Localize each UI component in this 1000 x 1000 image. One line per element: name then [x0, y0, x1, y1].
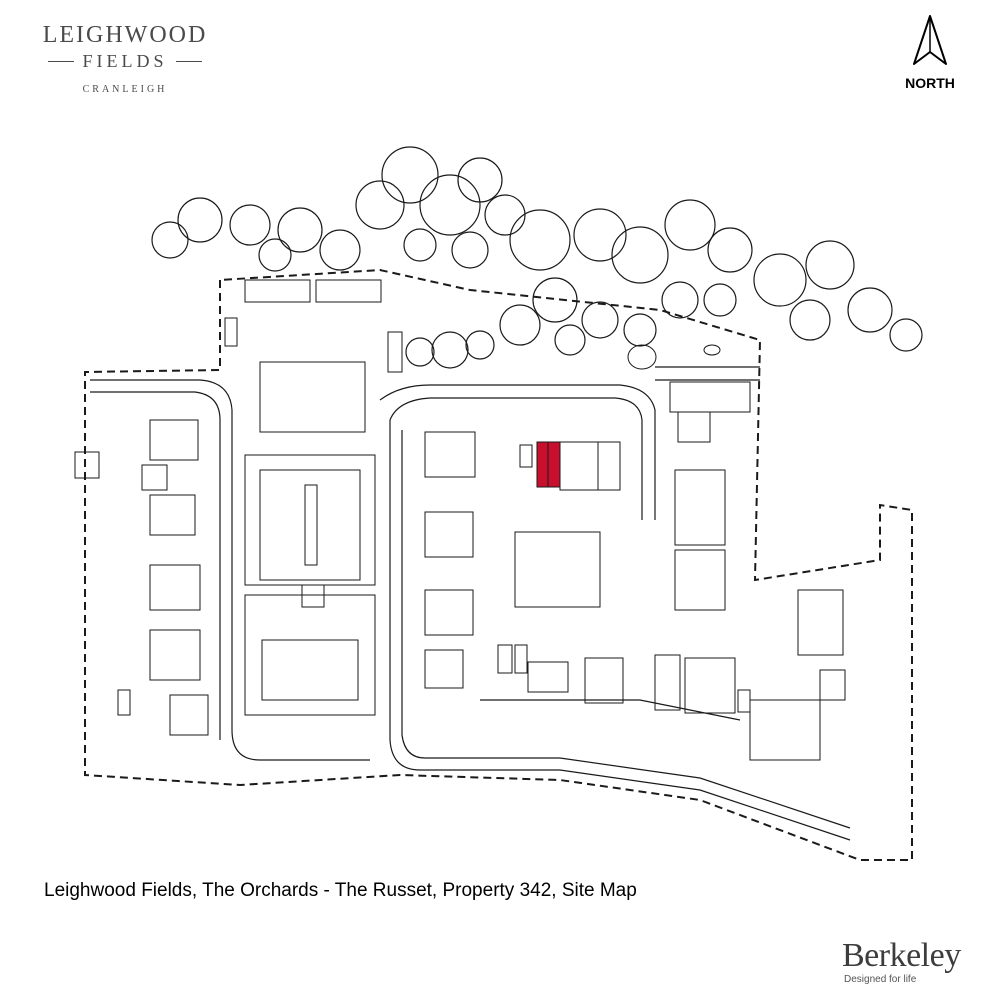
house-blocks [74, 279, 846, 761]
development-logo: LEIGHWOOD FIELDS CRANLEIGH [30, 22, 220, 95]
logo-line-1: LEIGHWOOD [42, 22, 208, 48]
map-caption: Leighwood Fields, The Orchards - The Rus… [44, 880, 637, 901]
north-compass: NORTH [895, 14, 965, 91]
north-label: NORTH [905, 75, 955, 91]
logo-line-2: FIELDS [30, 51, 220, 72]
north-arrow-icon [913, 15, 947, 65]
central-green [244, 454, 376, 716]
site-boundary [84, 268, 913, 861]
brand-name: Berkeley [842, 937, 961, 974]
highlighted-plot-342 [536, 441, 561, 488]
brand-tagline: Designed for life [844, 974, 917, 985]
site-map [74, 146, 923, 861]
road-network [90, 366, 851, 841]
berkeley-brand: Berkeley Designed for life [842, 937, 962, 986]
logo-rule-right [175, 61, 202, 62]
tree-canopy [151, 146, 923, 369]
logo-rule-left [48, 61, 75, 62]
logo-line-3: CRANLEIGH [82, 84, 168, 95]
logo-line-2-text: FIELDS [82, 51, 168, 71]
pond [627, 344, 721, 370]
